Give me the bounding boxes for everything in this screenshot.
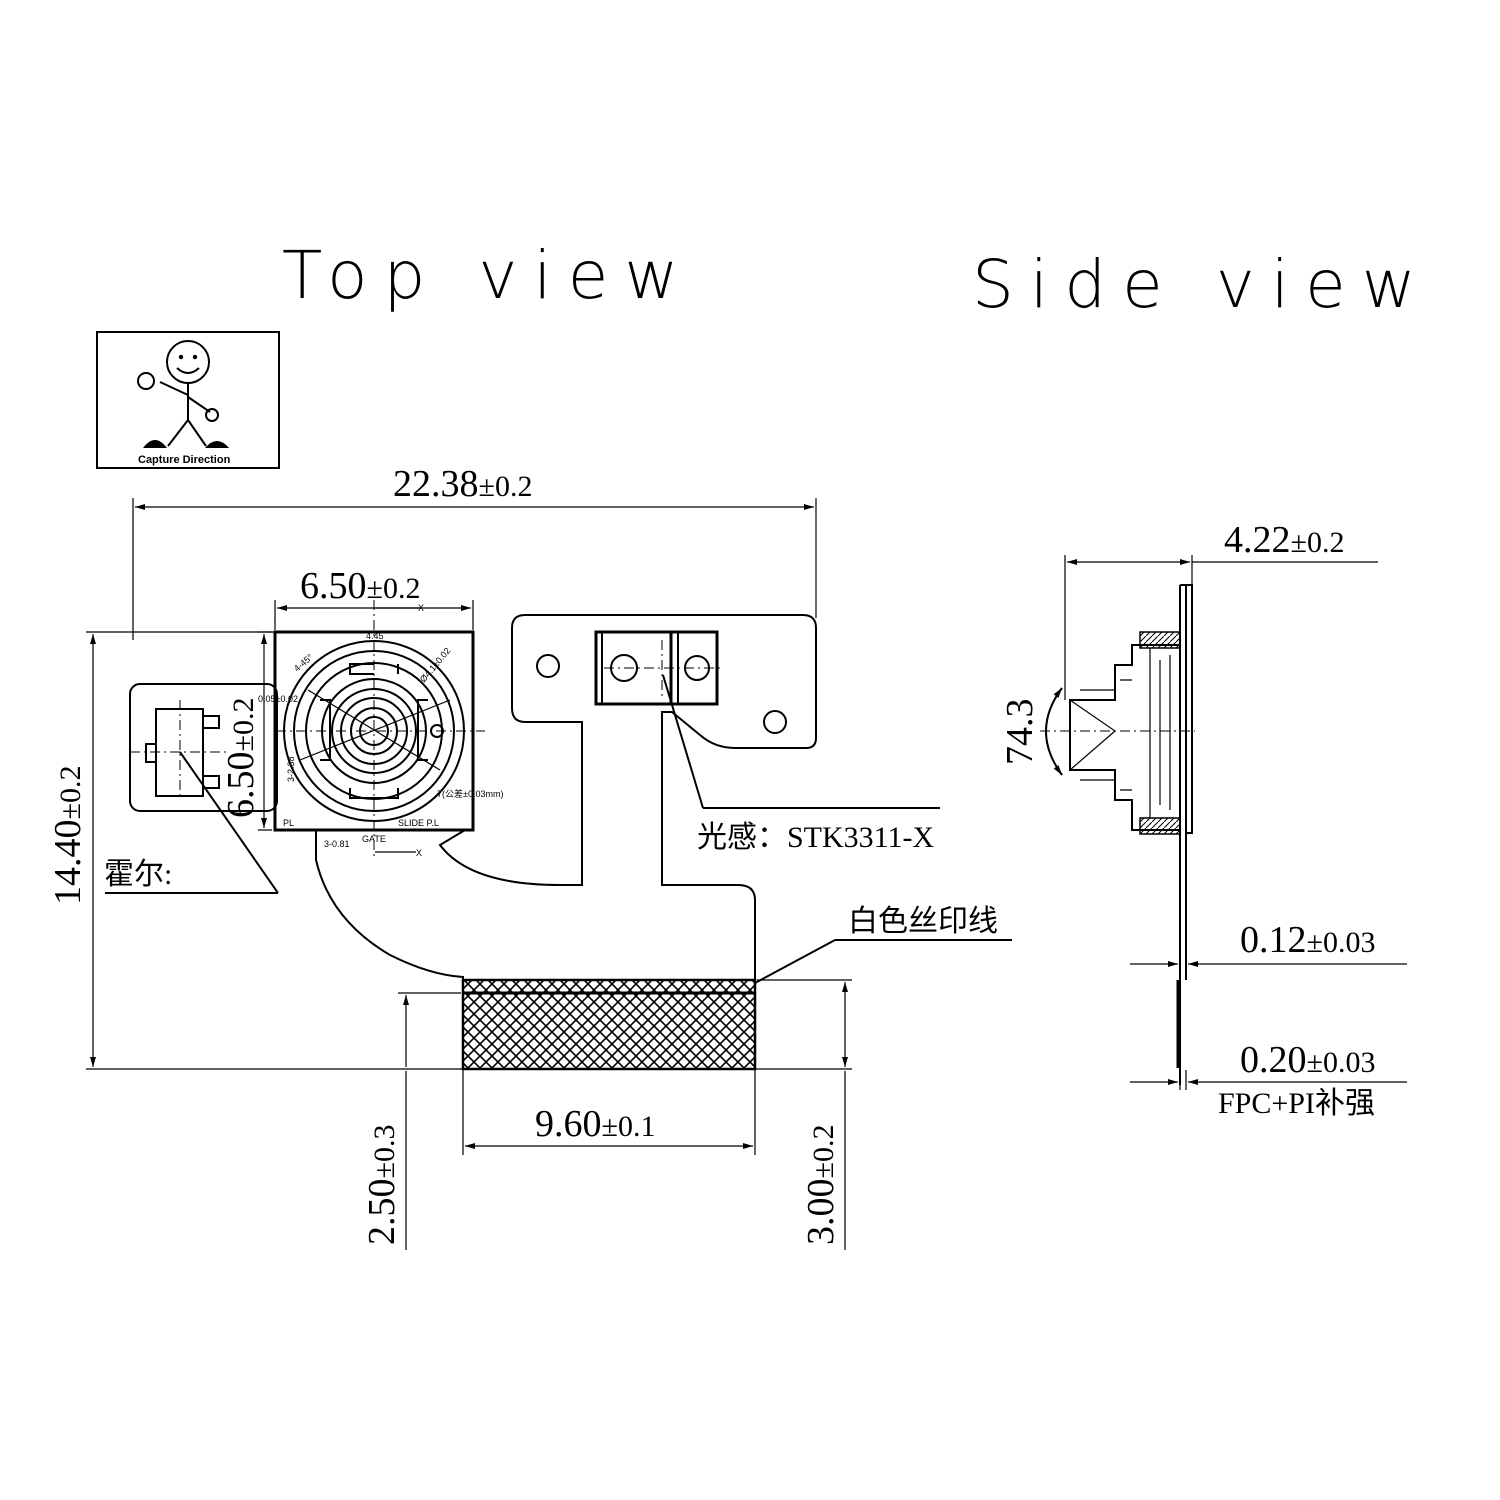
connector-stiffener: 白色丝印线 xyxy=(461,905,1012,1071)
svg-text:0.20±0.03: 0.20±0.03 xyxy=(1240,1039,1375,1081)
svg-text:3.00±0.2: 3.00±0.2 xyxy=(800,1125,842,1245)
thickness-dimension: 4.22±0.2 xyxy=(1064,519,1378,700)
note-tolerance: 7(公差±0.03mm) xyxy=(437,788,503,799)
axis-x-bottom: X xyxy=(416,848,422,858)
light-sensor-label: 光感：STK3311-X xyxy=(697,821,935,854)
connector-width-dimension: 9.60±0.1 xyxy=(462,1069,756,1155)
connector-height-dimension: 3.00±0.2 xyxy=(757,979,852,1250)
module-width-value: 6.50 xyxy=(300,565,367,607)
top-view-title: Top view xyxy=(282,237,694,314)
svg-text:22.38±0.2: 22.38±0.2 xyxy=(393,463,532,505)
connector-height-value: 3.00 xyxy=(800,1179,842,1246)
camera-module: 4.45 4-45° 0.05±0.02 3-2.38 Ø4.1±0.02 7(… xyxy=(258,600,503,860)
note-238: 3-2.38 xyxy=(286,756,296,782)
silkscreen-label: 白色丝印线 xyxy=(848,905,998,938)
module-width-tol: ±0.2 xyxy=(367,572,421,605)
overall-width-dimension: 22.38±0.2 xyxy=(132,463,817,640)
fpc-outline xyxy=(129,614,817,980)
stiffener-value: 0.20 xyxy=(1240,1039,1307,1081)
hall-label: 霍尔: xyxy=(104,858,172,891)
connector-width-value: 9.60 xyxy=(535,1103,602,1145)
svg-text:9.60±0.1: 9.60±0.1 xyxy=(535,1103,655,1145)
overall-width-value: 22.38 xyxy=(393,463,479,505)
light-sensor: 光感：STK3311-X xyxy=(594,630,940,854)
module-height-tol: ±0.2 xyxy=(227,698,260,752)
svg-text:4.22±0.2: 4.22±0.2 xyxy=(1224,519,1344,561)
module-width-dimension: 6.50±0.2 xyxy=(274,565,474,630)
stiffener-tol: ±0.03 xyxy=(1307,1046,1376,1079)
svg-text:14.40±0.2: 14.40±0.2 xyxy=(47,766,89,905)
module-height-value: 6.50 xyxy=(220,752,262,819)
note-4-45: 4.45 xyxy=(366,631,384,641)
fpc-value: 0.12 xyxy=(1240,919,1307,961)
gate-label: GATE xyxy=(362,834,386,844)
module-height-dimension: 6.50±0.2 xyxy=(220,631,272,831)
thickness-value: 4.22 xyxy=(1224,519,1291,561)
fpc-thickness-dimension: 0.12±0.03 xyxy=(1130,919,1407,967)
pl-label: PL xyxy=(283,818,294,828)
connector-offset-dimension: 2.50±0.3 xyxy=(361,992,461,1250)
fov-angle: 74.3 xyxy=(999,699,1041,766)
overall-height-value: 14.40 xyxy=(47,820,89,906)
stick-figure-icon xyxy=(137,340,229,448)
connector-width-tol: ±0.1 xyxy=(602,1110,656,1143)
overall-height-dimension: 14.40±0.2 xyxy=(47,631,852,1070)
capture-direction-box: Capture Direction xyxy=(96,331,280,469)
svg-text:0.12±0.03: 0.12±0.03 xyxy=(1240,919,1375,961)
svg-text:2.50±0.3: 2.50±0.3 xyxy=(361,1125,403,1245)
overall-height-tol: ±0.2 xyxy=(54,766,87,820)
stiffener-label: FPC+PI补强 xyxy=(1218,1087,1375,1120)
note-081: 3-0.81 xyxy=(324,839,350,849)
slide-label: SLIDE P.L xyxy=(398,818,439,828)
overall-width-tol: ±0.2 xyxy=(479,470,533,503)
svg-text:6.50±0.2: 6.50±0.2 xyxy=(220,698,262,818)
connector-height-tol: ±0.2 xyxy=(807,1125,840,1179)
connector-offset-tol: ±0.3 xyxy=(368,1125,401,1179)
stiffener-thickness-dimension: 0.20±0.03 FPC+PI补强 xyxy=(1130,1039,1407,1120)
side-view-drawing: 74.3 xyxy=(999,584,1195,1085)
hall-sensor: 霍尔: xyxy=(104,700,279,894)
side-view-title: Side view xyxy=(972,246,1432,323)
thickness-tol: ±0.2 xyxy=(1291,526,1345,559)
fpc-tol: ±0.03 xyxy=(1307,926,1376,959)
note-angle: 4-45° xyxy=(292,652,315,674)
svg-text:6.50±0.2: 6.50±0.2 xyxy=(300,565,420,607)
connector-offset-value: 2.50 xyxy=(361,1179,403,1246)
note-005: 0.05±0.02 xyxy=(258,694,298,704)
capture-direction-label: Capture Direction xyxy=(138,454,231,466)
